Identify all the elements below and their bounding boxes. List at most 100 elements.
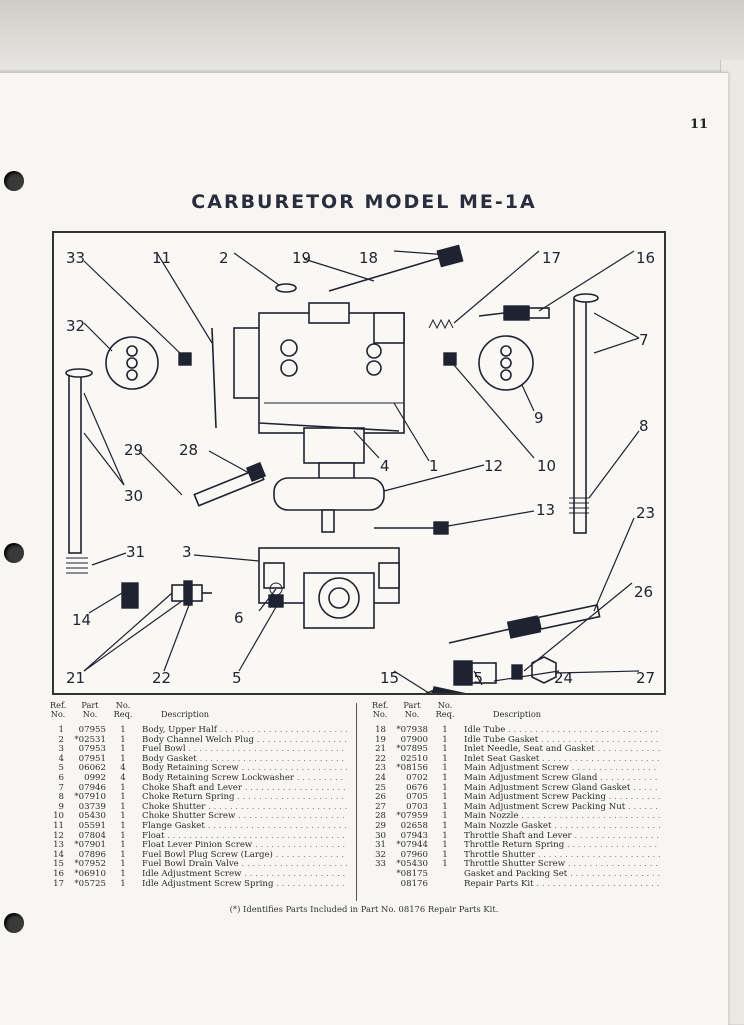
part-number-cell: *02531 [74, 734, 106, 745]
ref-cell: 14 [53, 849, 64, 860]
part-number-cell: 07946 [78, 782, 106, 793]
ref-cell: 8 [58, 792, 64, 803]
part-number-cell: 05430 [78, 811, 106, 822]
callout-label: 16 [636, 249, 655, 267]
part-number-cell: 02510 [400, 753, 428, 764]
quantity-cell: 1 [442, 792, 448, 803]
description-cell: Inlet Needle, Seat and Gasket [464, 744, 660, 754]
callout-label: 21 [66, 669, 85, 687]
choke-shutter-part [478, 335, 534, 391]
quantity-cell: 1 [442, 859, 448, 870]
fuel-bowl-part [258, 547, 400, 629]
throttle-shaft-part [65, 368, 93, 554]
part-number-cell: *05725 [74, 878, 106, 889]
part-number-cell: *06910 [74, 868, 106, 879]
choke-shaft-part [573, 293, 599, 534]
description-cell: Fuel Bowl Drain Valve [142, 859, 347, 869]
quantity-cell: 1 [442, 753, 448, 764]
catalog-page: 11 CARBURETOR MODEL ME-1A [0, 72, 728, 1025]
header-part: Part No. [81, 700, 99, 719]
quantity-cell: 1 [442, 744, 448, 755]
quantity-cell: 1 [442, 811, 448, 822]
quantity-cell: 1 [442, 840, 448, 851]
callout-label: 22 [152, 669, 171, 687]
header-description: Description [160, 709, 210, 719]
quantity-cell: 1 [120, 840, 126, 851]
ref-cell: 27 [375, 801, 386, 812]
callout-label: 10 [537, 457, 556, 475]
description-cell: Main Nozzle [464, 811, 660, 821]
description-cell: Body Retaining Screw [142, 763, 347, 773]
part-number-cell: *07901 [74, 840, 106, 851]
inlet-needle-seat-part [171, 580, 212, 606]
ref-cell: 3 [58, 744, 64, 755]
ref-cell: 31 [375, 840, 386, 851]
main-adjustment-screw-part [448, 603, 601, 644]
header-req: No. Req. [113, 700, 133, 719]
callout-label: 15 [380, 669, 399, 687]
callout-label: 8 [639, 417, 649, 435]
part-number-cell: 0992 [84, 772, 106, 783]
throttle-return-spring-part [66, 557, 88, 574]
fuel-bowl-plug-screw-part [121, 582, 139, 609]
ref-cell: 29 [375, 820, 386, 831]
callout-label: 23 [636, 504, 655, 522]
quantity-cell: 1 [120, 820, 126, 831]
carburetor-exploded-view: 33 11 2 19 18 17 16 32 7 9 10 8 29 28 4 … [65, 244, 655, 693]
quantity-cell: 1 [442, 849, 448, 860]
description-cell: Main Adjustment Screw [464, 763, 660, 773]
description-cell: Fuel Bowl Plug Screw (Large) [142, 850, 347, 860]
page-title: CARBURETOR MODEL ME-1A [191, 191, 537, 213]
callout-label: 11 [152, 249, 171, 267]
quantity-cell: 4 [120, 772, 126, 783]
idle-tube-part [328, 244, 464, 292]
ref-cell: 25 [375, 782, 386, 793]
throttle-shutter-screw-part [178, 352, 192, 366]
body-gasket-part [258, 422, 400, 432]
description-cell: Main Adjustment Screw Gland [464, 773, 660, 783]
ref-cell: 33 [375, 859, 386, 870]
quantity-cell: 1 [442, 725, 448, 735]
idle-spring-part [428, 318, 454, 330]
description-cell: Float [142, 831, 347, 841]
ref-cell: 18 [375, 725, 386, 735]
page-number: 11 [690, 117, 709, 132]
callout-label: 26 [634, 583, 653, 601]
part-number-cell: 07896 [78, 849, 106, 860]
part-number-cell: 05591 [78, 820, 106, 831]
quantity-cell: 1 [120, 868, 126, 879]
header-description: Description [492, 709, 542, 719]
description-cell: Throttle Shutter [464, 850, 660, 860]
callout-label: 2 [219, 249, 229, 267]
callout-label: 9 [534, 409, 544, 427]
callout-label: 32 [66, 317, 85, 335]
description-cell: Body Gasket [142, 754, 347, 764]
ref-cell: 22 [375, 753, 386, 764]
callout-label: 4 [380, 457, 390, 475]
description-cell: Idle Adjustment Screw Spring [142, 879, 347, 889]
ref-cell: 16 [53, 868, 64, 879]
ref-cell: 6 [58, 772, 64, 783]
ref-cell: 21 [375, 744, 386, 755]
header-req: No. Req. [435, 700, 455, 719]
description-cell: Choke Shaft and Lever [142, 783, 347, 793]
description-cell: Float Lever Pinion Screw [142, 840, 347, 850]
callout-label: 27 [636, 669, 655, 687]
ref-cell: 17 [53, 878, 64, 889]
main-nozzle-part [193, 461, 267, 507]
callout-label: 33 [66, 249, 85, 267]
description-cell: Main Nozzle Gasket [464, 821, 660, 831]
